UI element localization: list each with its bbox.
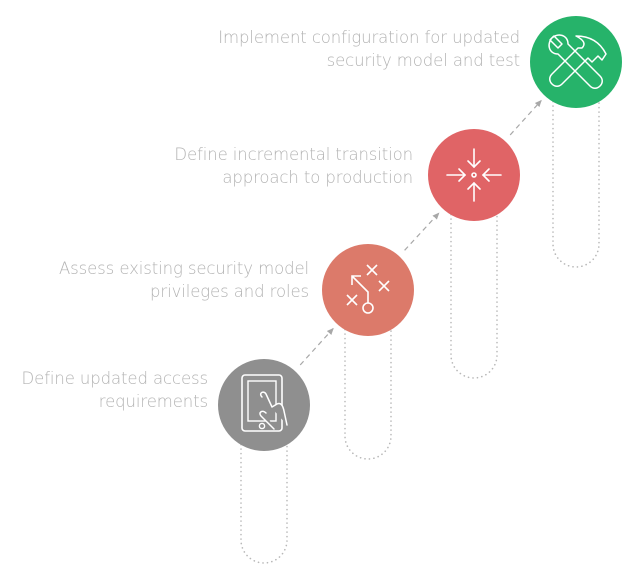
step-2-label-line-2: privileges and roles — [150, 282, 309, 301]
pill-group — [240, 51, 600, 564]
step-1-label-line-2: requirements — [98, 392, 208, 411]
step-label-2: Assess existing security model privilege… — [59, 257, 309, 303]
step-label-3: Define incremental transition approach t… — [174, 143, 413, 189]
converge-arrows-icon — [446, 148, 502, 202]
step-4-node — [530, 16, 622, 108]
connector-arrow-1-to-2 — [299, 327, 334, 366]
wrench-hammer-icon — [548, 34, 607, 89]
connector-arrow-3-to-4 — [509, 99, 542, 136]
step-2-circle — [322, 244, 414, 336]
step-3-node — [428, 129, 520, 221]
step-3-label-line-2: approach to production — [222, 168, 413, 187]
step-1-node — [218, 359, 310, 451]
step-4-label-line-2: security model and test — [326, 51, 521, 70]
step-1-circle — [218, 359, 310, 451]
connector-arrow-2-to-3 — [404, 212, 440, 251]
step-3-pill — [450, 164, 498, 379]
strategy-play-icon — [346, 264, 390, 314]
step-2-pill — [344, 279, 392, 460]
step-4-circle — [530, 16, 622, 108]
step-4-pill — [552, 51, 600, 268]
step-3-circle — [428, 129, 520, 221]
step-2-node — [322, 244, 414, 336]
step-2-label-line-1: Assess existing security model — [58, 259, 309, 278]
step-3-label-line-1: Define incremental transition — [174, 145, 413, 164]
connector-group — [299, 99, 542, 366]
step-4-label-line-1: Implement configuration for updated — [218, 28, 520, 47]
circle-group — [218, 16, 622, 451]
step-1-label-line-1: Define updated access — [21, 369, 209, 388]
step-label-4: Implement configuration for updated secu… — [218, 26, 520, 72]
tablet-touch-icon — [241, 374, 288, 432]
step-label-1: Define updated access requirements — [21, 367, 209, 413]
step-1-pill — [240, 394, 288, 564]
